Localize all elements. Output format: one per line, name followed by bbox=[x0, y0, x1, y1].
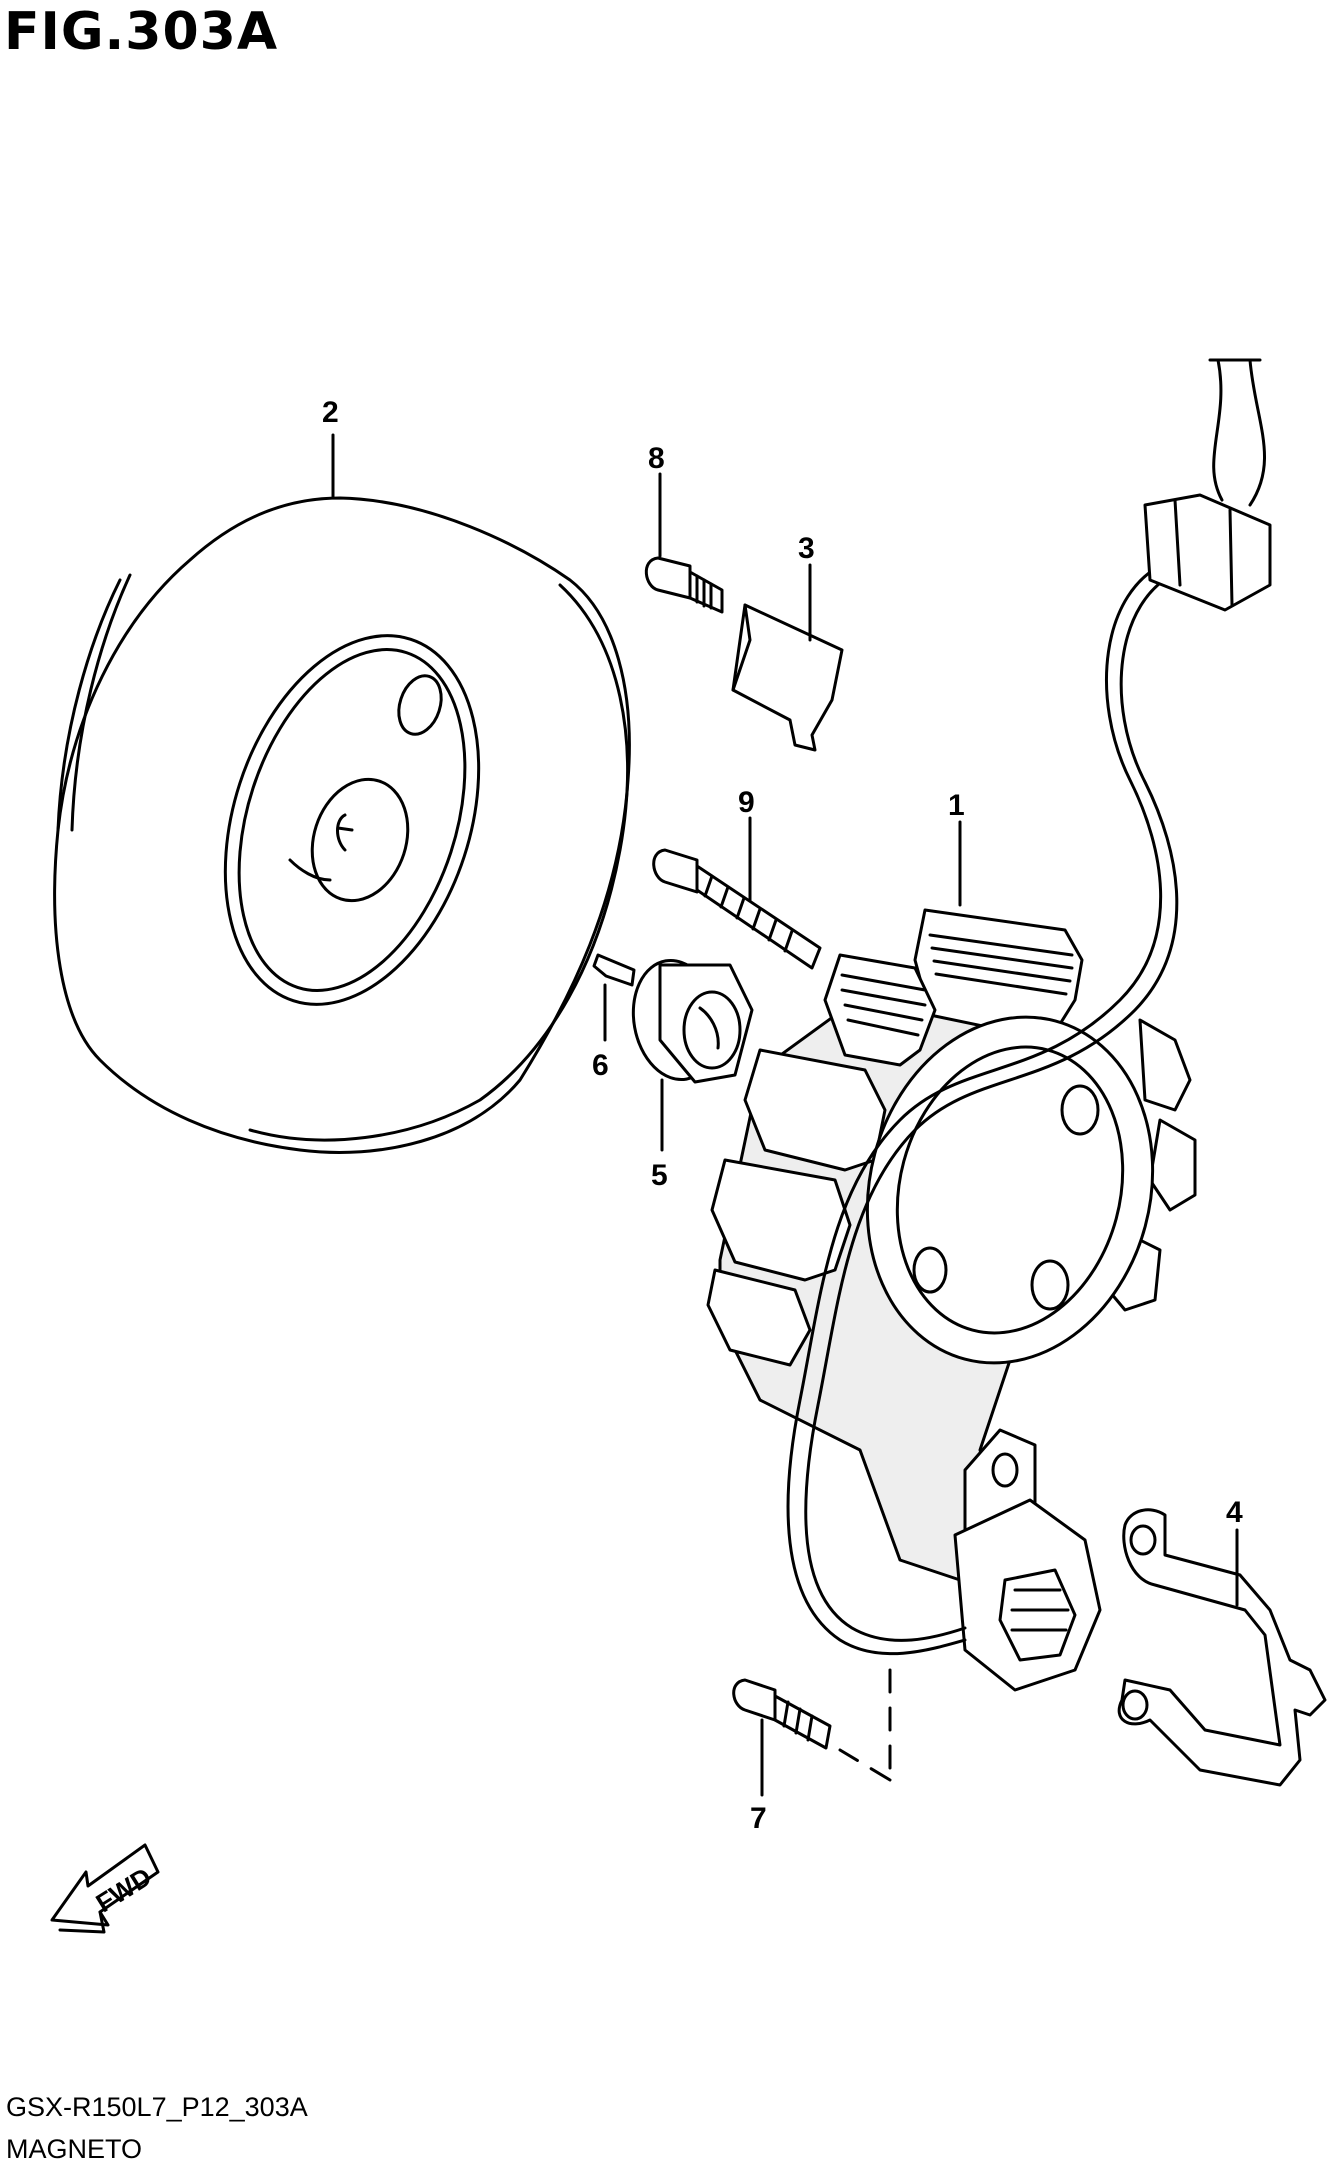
clamp-3-part[interactable] bbox=[731, 603, 844, 752]
cover-4-part[interactable] bbox=[1117, 1508, 1327, 1787]
screw-7-part[interactable] bbox=[732, 1668, 892, 1782]
callout-4: 4 bbox=[1226, 1496, 1243, 1607]
callout-3: 3 bbox=[798, 532, 815, 642]
callout-8: 8 bbox=[648, 442, 665, 558]
bolt-9-part[interactable] bbox=[652, 848, 822, 970]
callout-label-8: 8 bbox=[648, 442, 665, 475]
bolt-8-part[interactable] bbox=[644, 556, 724, 614]
nut-5-part[interactable] bbox=[624, 954, 754, 1087]
stator-1-part[interactable] bbox=[706, 358, 1272, 1692]
fwd-arrow-icon: FWD bbox=[50, 1843, 160, 1934]
callout-label-7: 7 bbox=[750, 1802, 767, 1835]
callout-label-2: 2 bbox=[322, 396, 339, 429]
callout-1: 1 bbox=[948, 789, 965, 907]
figure-title: FIG.303A bbox=[4, 2, 279, 62]
callout-label-4: 4 bbox=[1226, 1496, 1243, 1529]
callout-label-3: 3 bbox=[798, 532, 815, 565]
key-6-part[interactable] bbox=[592, 953, 636, 987]
callout-5: 5 bbox=[651, 1078, 668, 1192]
section-name: MAGNETO bbox=[6, 2134, 143, 2164]
callout-6: 6 bbox=[592, 983, 609, 1082]
callout-label-6: 6 bbox=[592, 1049, 609, 1082]
callout-7: 7 bbox=[750, 1718, 767, 1835]
callout-2: 2 bbox=[322, 396, 339, 500]
callout-label-9: 9 bbox=[738, 786, 755, 819]
callout-label-5: 5 bbox=[651, 1159, 668, 1192]
callout-9: 9 bbox=[738, 786, 755, 902]
callout-label-1: 1 bbox=[948, 789, 965, 822]
model-code: GSX-R150L7_P12_303A bbox=[6, 2092, 308, 2122]
rotor-part[interactable] bbox=[53, 496, 631, 1154]
